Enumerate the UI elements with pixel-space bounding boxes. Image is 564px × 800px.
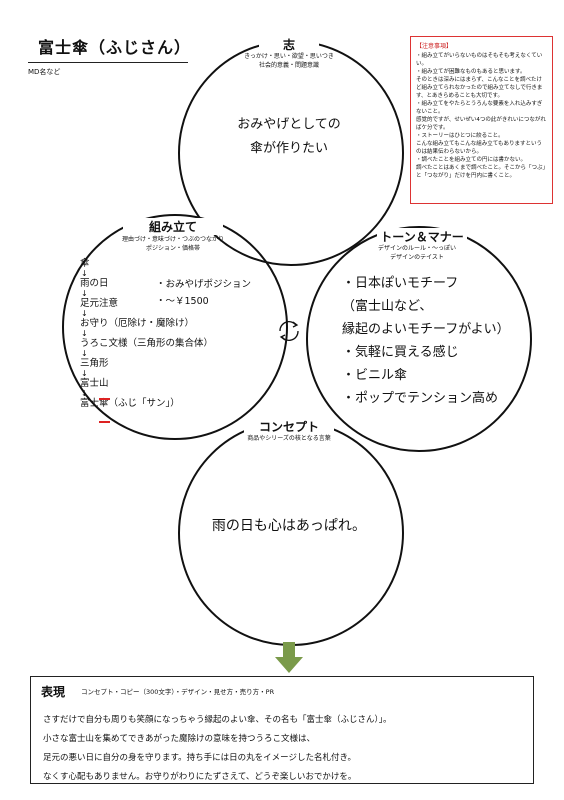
- notes-item: 感覚的ですが、せいぜい4つの此がきれいにつながればケ分です。: [416, 117, 546, 131]
- tone-title: トーン＆マナー: [377, 228, 467, 245]
- notes-box: 【注意事項】 ・組み立てがいらないものはそもそも考えなくていい。 ・組み立てが困…: [410, 36, 553, 204]
- notes-title: 【注意事項】: [416, 43, 453, 50]
- tone-item: ・ポップでテンション高め: [342, 391, 499, 406]
- structure-subtitle: 理由づけ・意味づけ・つぶのつながり ポジション・価格帯: [121, 236, 224, 252]
- aspiration-subtitle: きっかけ・思い・欲望・思いつき 社会的意義・問題意識: [244, 53, 334, 69]
- flow-step-fujigasa: 富士傘（ふじ「サン」）: [80, 398, 180, 409]
- concept-subtitle: 商品やシリーズの核となる言葉: [247, 435, 331, 442]
- notes-item: そのときは深みにはまらず、こんなことを調べたけど組み立てられなかったので組み立て…: [416, 77, 543, 99]
- side-item: ・～￥1500: [156, 296, 209, 307]
- expression-line: なくす心配もありません。お守りがわりにたずさえて、どうぞ楽しいおでかけを。: [43, 772, 357, 782]
- notes-item: こんな組み立てもこんな組み立てもありますというのは結果伝わらないから。: [416, 141, 542, 155]
- notes-item: ・ストーリーはひとつに絞ること。: [416, 133, 504, 139]
- tone-subtitle: デザインのルール・〜っぽい デザインのテイスト: [377, 245, 456, 261]
- tone-item: ・日本ぽいモチーフ: [342, 276, 459, 291]
- flow-arrow: ↓: [81, 329, 88, 338]
- tone-circle: [306, 226, 532, 452]
- tone-item: ・ビニル傘: [342, 368, 408, 383]
- flow-arrow: ↓: [81, 349, 88, 358]
- expression-line: 小さな富士山を集めてできあがった魔除けの意味を持つうろこ文様は、: [43, 734, 316, 744]
- flow-arrow: ↓: [81, 289, 88, 298]
- expression-box: 表現 コンセプト・コピー（300文字）・デザイン・見せ方・売り方・PR さすだけ…: [30, 676, 534, 784]
- notes-item: ・組み立てをやたらとうろんな要素を入れ込みすぎないこと。: [416, 101, 543, 115]
- underline-mark: [99, 398, 110, 400]
- tone-item: （富士山など、: [342, 299, 433, 314]
- flow-arrow: ↓: [81, 269, 88, 278]
- side-item: ・おみやげポジション: [156, 279, 252, 290]
- concept-title: コンセプト: [244, 418, 334, 435]
- aspiration-text: おみやげとしての 傘が作りたい: [237, 117, 341, 156]
- notes-item: 調べたことはあくまで調べたこと。そこから「つぶ」と「つながり」だけを円内に書くこ…: [416, 165, 546, 179]
- tone-item: ・気軽に買える感じ: [342, 345, 459, 360]
- flow-step-fujisan: 富士山: [80, 378, 109, 389]
- expression-subtitle: コンセプト・コピー（300文字）・デザイン・見せ方・売り方・PR: [81, 688, 275, 696]
- underline-mark: [99, 421, 110, 423]
- flow-step: 雨の日: [80, 278, 109, 289]
- cycle-arrows-icon: [279, 321, 299, 341]
- expression-line: さすだけで自分も周りも笑顔になっちゃう縁起のよい傘、その名も「富士傘（ふじさん）…: [43, 715, 392, 725]
- title-rule: [28, 62, 188, 63]
- md-name-note: MD名など: [28, 68, 61, 76]
- structure-side-list: ・おみやげポジション ・～￥1500: [156, 276, 251, 310]
- expression-lines: さすだけで自分も周りも笑顔になっちゃう縁起のよい傘、その名も「富士傘（ふじさん）…: [43, 711, 392, 787]
- flow-arrow: ↓: [81, 369, 88, 378]
- aspiration-title: 志: [259, 36, 319, 53]
- notes-item: ・組み立てがいらないものはそもそも考えなくていい。: [416, 53, 543, 67]
- structure-flow: 傘 ↓ 雨の日 ↓ 足元注意 ↓ お守り（厄除け・魔除け） ↓ うろこ文様（三角…: [80, 258, 213, 409]
- flow-step: お守り（厄除け・魔除け）: [80, 318, 195, 329]
- concept-text: 雨の日も心はあっぱれ。: [211, 518, 367, 534]
- structure-circle: [62, 214, 288, 440]
- tone-list: ・日本ぽいモチーフ （富士山など、 縁起のよいモチーフがよい） ・気軽に買える感…: [342, 272, 510, 410]
- flow-arrow: ↓: [81, 389, 88, 398]
- expression-label: 表現: [41, 685, 66, 699]
- structure-title: 組み立て: [123, 218, 223, 235]
- flow-step: うろこ文様（三角形の集合体）: [80, 338, 214, 349]
- flow-step: 足元注意: [80, 298, 119, 309]
- notes-item: ・組み立てが困難なものもあると思います。: [416, 69, 526, 75]
- flow-step: 傘: [80, 258, 90, 269]
- flow-step: 三角形: [80, 358, 109, 369]
- down-arrow-icon: [275, 642, 303, 673]
- flow-arrow: ↓: [81, 309, 88, 318]
- expression-line: 足元の悪い日に自分の身を守ります。持ち手には日の丸をイメージした名札付き。: [43, 753, 357, 763]
- notes-item: ・調べたことを組み立ての円には書かない。: [416, 157, 527, 163]
- tone-item: 縁起のよいモチーフがよい）: [342, 322, 510, 337]
- page-title: 富士傘（ふじさん）: [38, 38, 192, 57]
